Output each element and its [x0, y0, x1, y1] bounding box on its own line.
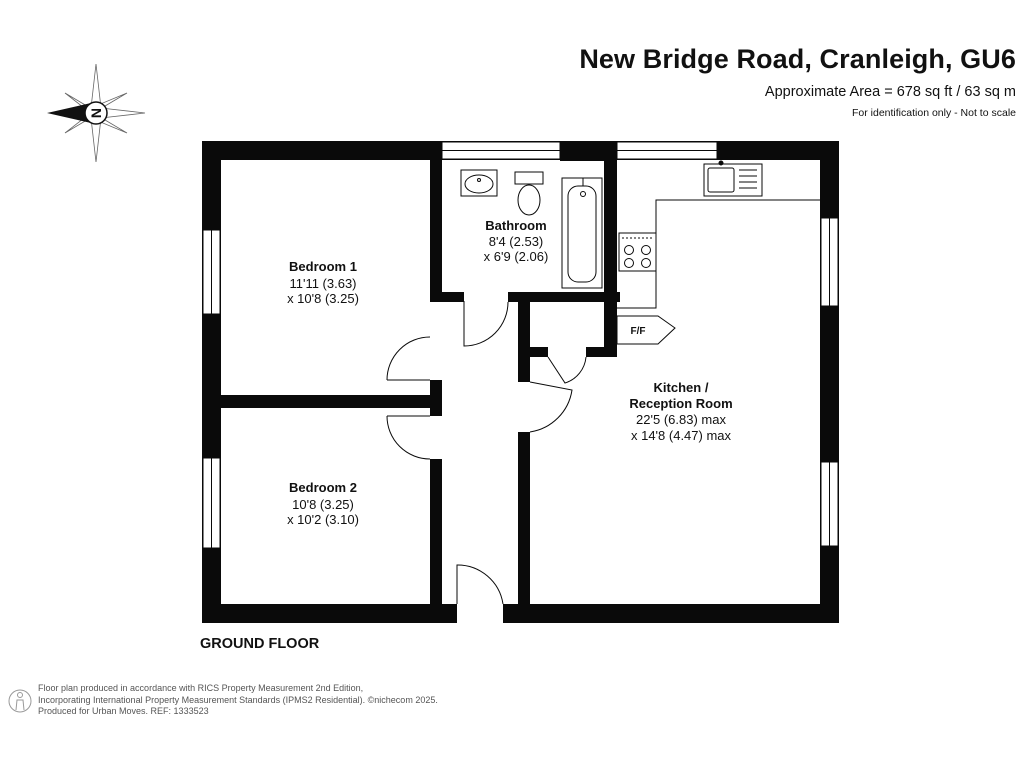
bathroom-dim1: 8'4 (2.53) [489, 234, 544, 249]
hob-icon [618, 232, 657, 272]
bath-icon [561, 177, 603, 289]
windows [202, 141, 839, 549]
kitchen-name-line1: Kitchen / [654, 380, 709, 395]
bedroom-divider-wall [202, 395, 442, 408]
property-address-title: New Bridge Road, Cranleigh, GU6 [579, 44, 1016, 74]
bedroom1-name: Bedroom 1 [289, 259, 357, 274]
bedroom1-dim2: x 10'8 (3.25) [287, 291, 359, 306]
door-front [456, 564, 504, 605]
bedroom2-name: Bedroom 2 [289, 480, 357, 495]
bedroom2-dim1: 10'8 (3.25) [292, 497, 354, 512]
room-labels: Bedroom 1 11'11 (3.63) x 10'8 (3.25) Bed… [287, 218, 733, 527]
bathroom-bottom-wall-right [508, 292, 620, 302]
scale-disclaimer: For identification only - Not to scale [852, 107, 1016, 119]
right-outer-wall [820, 141, 839, 623]
basin-icon [460, 169, 498, 197]
hall-left-wall-top [430, 141, 442, 301]
bedroom2-dim2: x 10'2 (3.10) [287, 512, 359, 527]
fridge-freezer-icon: F/F [616, 315, 676, 345]
cupboard-wall-right [586, 347, 616, 357]
hall-left-wall-mid [430, 380, 442, 416]
footer-line1: Floor plan produced in accordance with R… [38, 683, 364, 693]
footer-disclaimer: Floor plan produced in accordance with R… [38, 683, 438, 718]
footer-line3: Produced for Urban Moves. REF: 1333523 [38, 706, 209, 716]
floor-label: GROUND FLOOR [200, 636, 320, 652]
footer-line2: Incorporating International Property Mea… [38, 694, 438, 705]
kitchen-name-line2: Reception Room [629, 396, 732, 411]
kitchen-sink-icon [703, 160, 763, 197]
compass-north-letter: N [88, 108, 104, 118]
hall-left-wall-bottom [430, 459, 442, 623]
bathroom-bottom-wall-left [430, 292, 464, 302]
toilet-icon [514, 171, 544, 216]
walls [202, 141, 839, 623]
bottom-left-outer-wall [202, 604, 457, 623]
hall-right-wall-bottom [518, 432, 530, 623]
bathroom-name: Bathroom [485, 218, 546, 233]
door-bedroom2 [386, 415, 431, 460]
door-bathroom [463, 301, 509, 347]
ff-label: F/F [631, 326, 646, 337]
approximate-area: Approximate Area = 678 sq ft / 63 sq m [764, 84, 1016, 100]
bathroom-kitchen-wall-top [560, 141, 617, 161]
left-outer-wall [202, 141, 221, 623]
kitchen-dim1: 22'5 (6.83) max [636, 412, 726, 427]
door-bedroom1 [386, 336, 431, 381]
hall-right-wall-top [518, 300, 530, 382]
bottom-right-outer-wall [503, 604, 839, 623]
bedroom1-dim1: 11'11 (3.63) [289, 276, 356, 291]
cupboard-wall-side [604, 300, 617, 357]
door-kitchen [529, 381, 573, 433]
cupboard-wall-left [530, 347, 548, 357]
kitchen-dim2: x 14'8 (4.47) max [631, 428, 732, 443]
person-logo-icon [8, 689, 32, 713]
bathroom-kitchen-wall [604, 141, 617, 307]
doors [386, 301, 587, 605]
compass-rose-icon: N [47, 63, 146, 163]
bathroom-dim2: x 6'9 (2.06) [484, 249, 549, 264]
door-cupboard [547, 356, 587, 384]
